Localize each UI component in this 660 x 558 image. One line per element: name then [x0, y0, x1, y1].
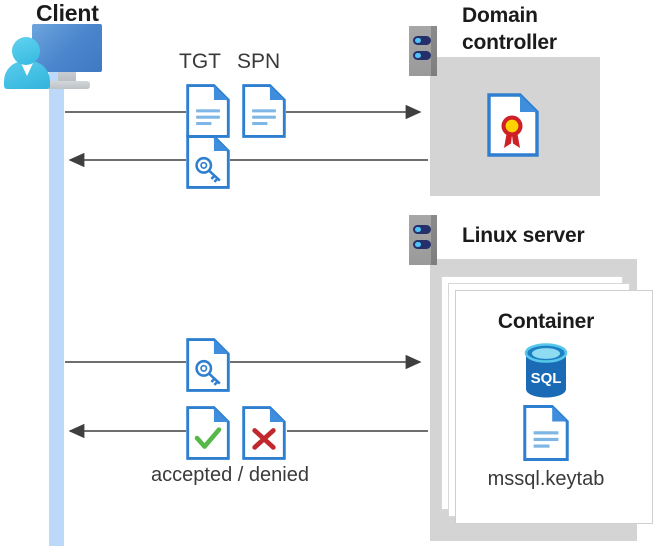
certificate-document-icon	[487, 93, 539, 162]
container-title: Container	[497, 310, 595, 333]
tgt-label: TGT	[179, 50, 221, 73]
server-rack-icon	[409, 215, 437, 265]
domain-controller-title: Domain controller	[462, 4, 557, 54]
accepted-denied-label: accepted / denied	[151, 464, 309, 486]
container-contents: Container SQL mssql.keytab	[455, 290, 660, 530]
server-rack-icon	[409, 26, 437, 76]
keytab-document-icon	[455, 404, 637, 467]
client-computer-icon	[4, 24, 104, 90]
spn-document-icon	[242, 80, 286, 147]
keytab-filename-label: mssql.keytab	[487, 468, 605, 490]
monitor-stand-base	[44, 81, 90, 89]
monitor-screen	[32, 24, 102, 72]
key-document-icon	[186, 336, 230, 399]
tgt-document-icon	[186, 80, 230, 147]
user-head	[12, 37, 40, 65]
cross-document-icon	[242, 405, 286, 466]
check-document-icon	[186, 405, 230, 466]
key-document-icon	[186, 133, 230, 196]
sql-database-icon: SQL	[455, 342, 637, 405]
svg-text:SQL: SQL	[531, 370, 562, 387]
monitor-stand-neck	[58, 72, 76, 83]
spn-label: SPN	[237, 50, 281, 73]
client-lifeline	[49, 60, 64, 546]
client-title: Client	[36, 0, 99, 26]
linux-server-title: Linux server	[462, 224, 585, 247]
